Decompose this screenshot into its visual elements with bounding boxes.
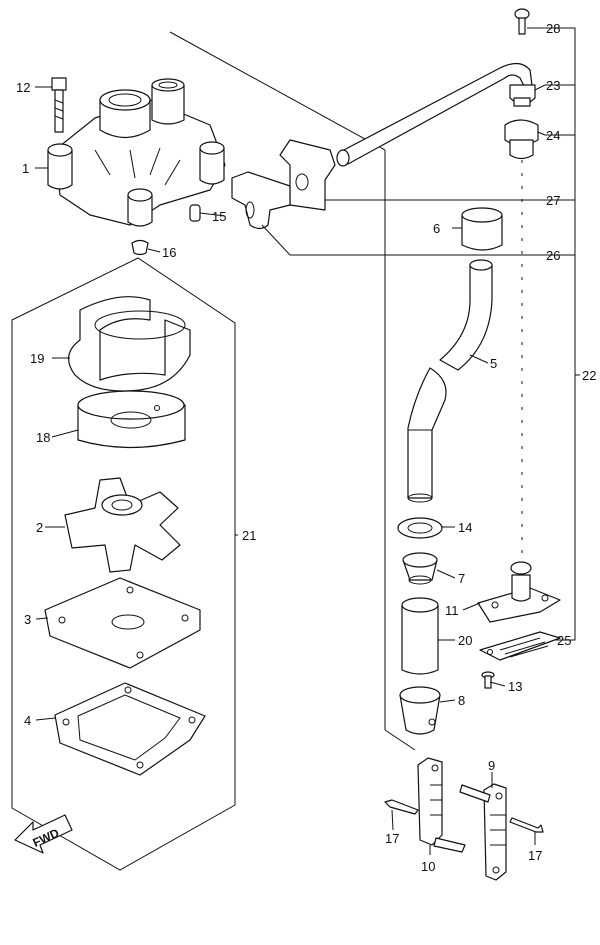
water-tube (336, 62, 533, 167)
callout-18: 18 (36, 430, 50, 445)
callout-1: 1 (22, 161, 29, 176)
hose (407, 259, 493, 503)
mount-bracket-9 (459, 783, 507, 881)
dowel-pin (189, 204, 201, 222)
fwd-arrow: FWD (14, 814, 73, 854)
bracket (279, 139, 336, 211)
callout-25: 25 (557, 633, 571, 648)
wear-plate (44, 577, 201, 669)
clip (231, 171, 291, 230)
liner (68, 296, 191, 392)
screw-top (514, 8, 530, 35)
tapping-screw-right (509, 817, 544, 833)
callout-10: 10 (421, 859, 435, 874)
sleeve (401, 597, 439, 675)
callout-24: 24 (546, 128, 560, 143)
pump-cover (77, 390, 186, 449)
callout-20: 20 (458, 633, 472, 648)
mount-bracket-10 (417, 757, 466, 853)
callout-5: 5 (490, 356, 497, 371)
callout-14: 14 (458, 520, 472, 535)
seal-base (477, 561, 561, 623)
callout-8: 8 (458, 693, 465, 708)
callout-12: 12 (16, 80, 30, 95)
gasket (54, 682, 206, 776)
bolt (51, 77, 67, 133)
callout-15: 15 (212, 209, 226, 224)
impeller (64, 477, 181, 573)
callout-2: 2 (36, 520, 43, 535)
callout-21: 21 (242, 528, 256, 543)
callout-17-right: 17 (528, 848, 542, 863)
screw-small (481, 671, 495, 689)
callout-6: 6 (433, 221, 440, 236)
frame-lines (11, 27, 576, 871)
callout-9: 9 (488, 758, 495, 773)
grommet (461, 207, 503, 251)
callout-17-left: 17 (385, 831, 399, 846)
callout-26: 26 (546, 248, 560, 263)
ring (397, 517, 443, 539)
callout-28: 28 (546, 21, 560, 36)
callout-22: 22 (582, 368, 596, 383)
tapping-screw-left (384, 799, 419, 815)
bushing-lower (399, 686, 441, 735)
callout-4: 4 (24, 713, 31, 728)
key (131, 239, 149, 256)
bushing (402, 552, 438, 585)
callout-7: 7 (458, 571, 465, 586)
callout-19: 19 (30, 351, 44, 366)
grommet-upper (509, 84, 536, 107)
callout-27: 27 (546, 193, 560, 208)
water-pump-case (47, 78, 226, 227)
seal-upper (504, 119, 539, 160)
screen (479, 631, 561, 661)
leader-lines (35, 27, 580, 855)
callout-11: 11 (445, 603, 459, 618)
callout-13: 13 (508, 679, 522, 694)
callout-labels: 12 1 15 16 19 18 2 21 3 4 28 23 24 27 26… (16, 21, 596, 874)
callout-16: 16 (162, 245, 176, 260)
callout-23: 23 (546, 78, 560, 93)
callout-3: 3 (24, 612, 31, 627)
